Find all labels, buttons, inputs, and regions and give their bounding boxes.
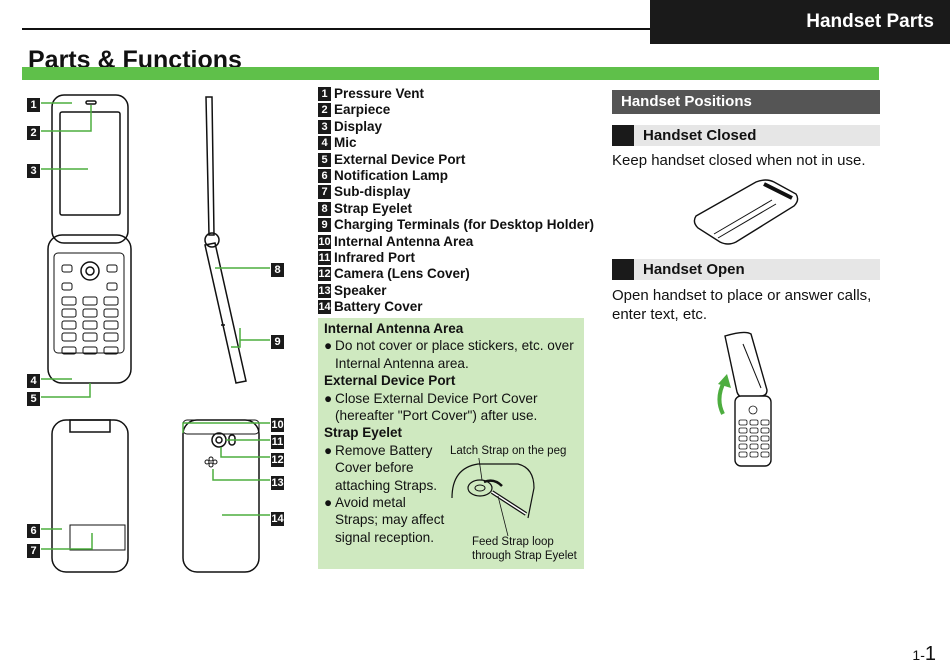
note-heading-port: External Device Port [324,373,456,389]
handset-closed-illustration [693,179,799,245]
handset-diagrams [41,94,270,573]
callout-12: 12 [271,453,284,467]
open-phone-illustration [47,94,132,384]
notes-box: Internal Antenna Area ●Do not cover or p… [318,318,584,569]
title-bar [22,67,879,80]
handset-closed-text: Keep handset closed when not in use. [612,152,866,169]
closed-front-illustration [51,419,129,573]
callout-9: 9 [271,333,287,351]
callout-8: 8 [271,261,287,279]
back-view-illustration [182,419,260,573]
handset-positions-heading: Handset Positions [612,90,880,114]
page-number: 1-1 [912,643,936,665]
callout-1: 1 [27,96,43,114]
handset-closed-heading: Handset Closed [612,125,880,146]
callout-5: 5 [27,390,43,408]
handset-open-text: Open handset to place or answer calls,en… [612,287,872,323]
note-heading-antenna: Internal Antenna Area [324,321,464,336]
section-tab: Handset Parts [650,0,950,44]
callout-13: 13 [271,476,284,490]
note-bullet: ●Do not cover or place stickers, etc. ov… [324,338,574,371]
handset-open-heading: Handset Open [612,259,880,280]
callout-7: 7 [27,542,43,560]
note-bullet: ●Close External Device Port Cover(hereaf… [324,390,538,424]
callout-11: 11 [271,435,284,449]
callout-2: 2 [27,124,43,142]
header-rule [22,28,652,30]
side-view-illustration [204,96,247,384]
callout-4: 4 [27,372,43,390]
callout-3: 3 [27,162,43,180]
callout-6: 6 [27,522,43,540]
handset-open-illustration [717,331,772,467]
note-heading-strap: Strap Eyelet [324,425,403,441]
callout-leader-lines [41,102,270,550]
strap-eyelet-illustration [451,458,535,537]
callout-10: 10 [271,418,284,432]
latch-strap-label: Latch Strap on the peg [450,445,567,457]
callout-14: 14 [271,512,284,526]
